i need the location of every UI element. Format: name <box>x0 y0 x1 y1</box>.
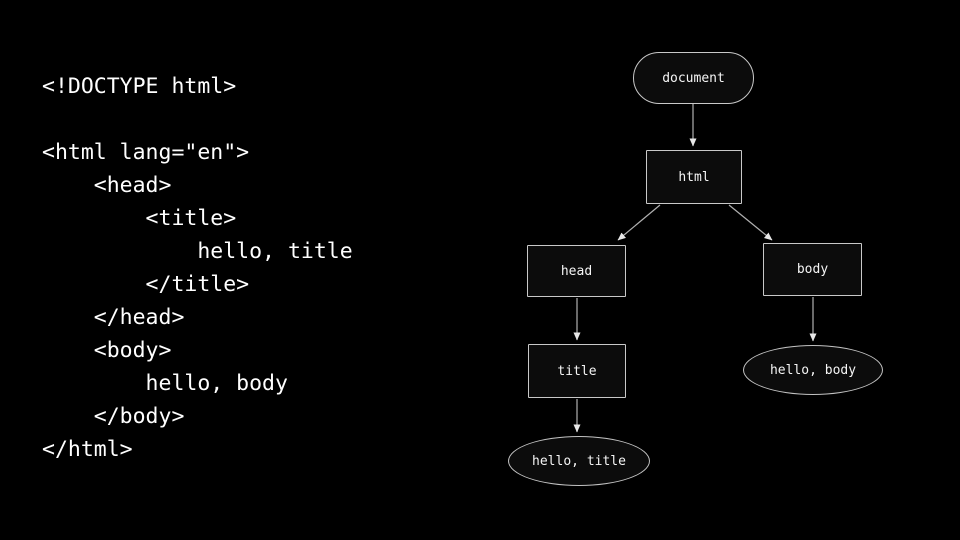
node-title-label: title <box>557 363 597 379</box>
node-html-label: html <box>678 169 710 185</box>
code-line: <head> <box>42 173 172 198</box>
node-title: title <box>528 344 626 398</box>
node-body-label: body <box>796 262 829 277</box>
code-line: hello, body <box>42 371 288 396</box>
edge-html-body <box>728 204 773 241</box>
edge-html-head <box>617 204 661 241</box>
code-line: </html> <box>42 437 133 462</box>
code-line: hello, title <box>42 239 353 264</box>
node-head-label: head <box>560 263 593 279</box>
code-line: <html lang="en"> <box>42 140 250 165</box>
html-code-listing: <!DOCTYPE html> <html lang="en"> <head> … <box>42 70 353 466</box>
code-line: </head> <box>42 305 185 330</box>
node-document-label: document <box>662 70 725 86</box>
node-hello-body-label: hello, body <box>769 362 857 378</box>
node-hello-body: hello, body <box>743 345 883 395</box>
node-html: html <box>646 150 742 204</box>
node-hello-title-label: hello, title <box>532 453 626 469</box>
code-line: <!DOCTYPE html> <box>42 74 237 99</box>
code-line: <title> <box>42 206 237 231</box>
node-body: body <box>763 243 862 296</box>
code-line: </title> <box>42 272 250 297</box>
node-head: head <box>527 245 626 297</box>
code-line: <body> <box>42 338 172 363</box>
node-document: document <box>633 52 754 104</box>
code-line: </body> <box>42 404 185 429</box>
node-hello-title: hello, title <box>508 436 650 486</box>
